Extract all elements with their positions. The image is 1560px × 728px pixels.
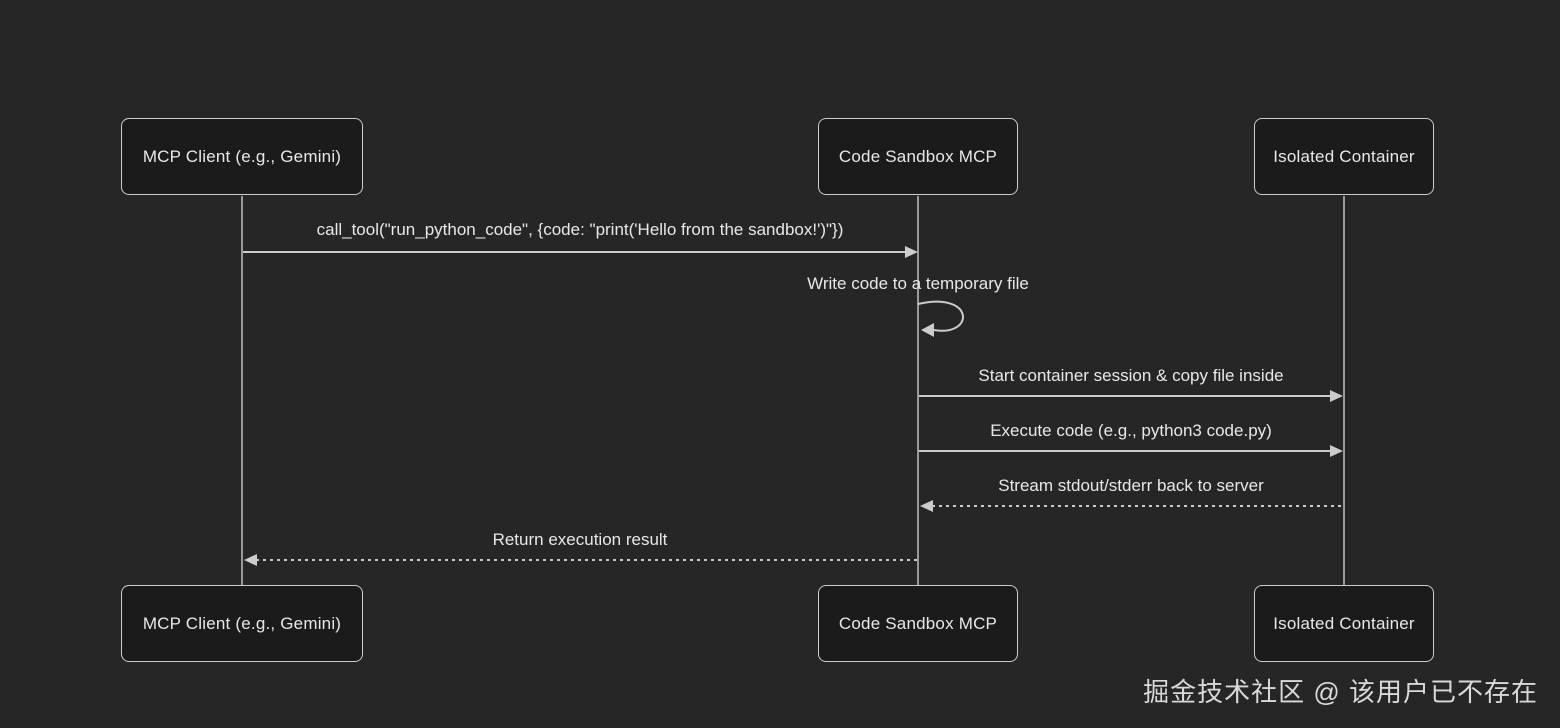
- participant-box-mcp-client-top: MCP Client (e.g., Gemini): [121, 118, 363, 195]
- message-1-label: call_tool("run_python_code", {code: "pri…: [316, 220, 844, 239]
- participant-label: Isolated Container: [1273, 613, 1415, 633]
- message-2-label: Write code to a temporary file: [807, 274, 1029, 293]
- message-4-label: Execute code (e.g., python3 code.py): [990, 421, 1272, 440]
- lifeline-mcp-client: [241, 196, 243, 585]
- participant-box-code-sandbox-mcp-bottom: Code Sandbox MCP: [818, 585, 1018, 662]
- lifeline-code-sandbox-mcp: [917, 196, 919, 585]
- participant-label: Code Sandbox MCP: [838, 613, 998, 633]
- watermark: 掘金技术社区 @ 该用户已不存在: [1143, 677, 1538, 707]
- participant-box-isolated-container-bottom: Isolated Container: [1254, 585, 1434, 662]
- participant-box-mcp-client-bottom: MCP Client (e.g., Gemini): [121, 585, 363, 662]
- message-5-line: [932, 505, 1343, 507]
- participant-label: Code Sandbox MCP: [838, 146, 998, 166]
- message-1-line: [243, 251, 906, 253]
- participant-box-isolated-container-top: Isolated Container: [1254, 118, 1434, 195]
- message-3-arrowhead-icon: [1330, 390, 1343, 402]
- message-6-arrowhead-icon: [244, 554, 257, 566]
- message-5-arrowhead-icon: [920, 500, 933, 512]
- participant-label: Isolated Container: [1273, 146, 1415, 166]
- message-4-arrowhead-icon: [1330, 445, 1343, 457]
- message-1-arrowhead-icon: [905, 246, 918, 258]
- message-3-line: [919, 395, 1331, 397]
- message-4-line: [919, 450, 1331, 452]
- participant-box-code-sandbox-mcp-top: Code Sandbox MCP: [818, 118, 1018, 195]
- participant-label: MCP Client (e.g., Gemini): [142, 613, 342, 633]
- lifeline-isolated-container: [1343, 196, 1345, 585]
- message-6-label: Return execution result: [492, 530, 668, 549]
- message-5-label: Stream stdout/stderr back to server: [998, 476, 1264, 495]
- message-3-label: Start container session & copy file insi…: [978, 366, 1284, 385]
- message-2-self-loop-arrow: [917, 300, 964, 337]
- participant-label: MCP Client (e.g., Gemini): [142, 146, 342, 166]
- message-6-line: [256, 559, 917, 561]
